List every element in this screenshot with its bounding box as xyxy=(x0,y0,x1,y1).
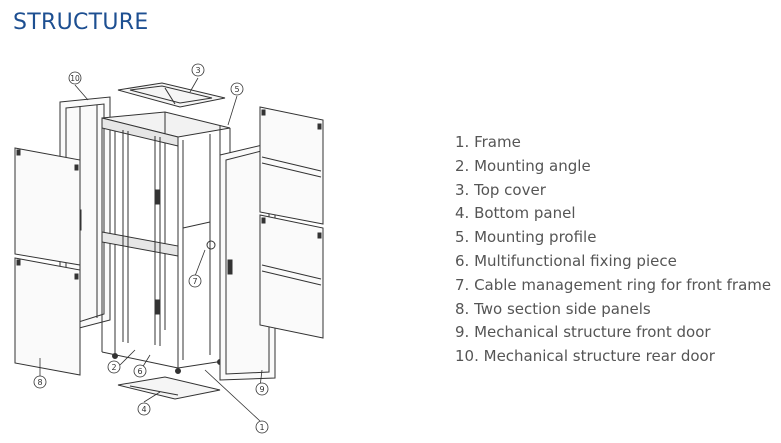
svg-text:7: 7 xyxy=(192,277,197,286)
callout-2: 2 xyxy=(107,360,121,374)
svg-text:5: 5 xyxy=(234,85,239,94)
callout-10: 10 xyxy=(68,71,82,85)
svg-text:2: 2 xyxy=(111,363,116,372)
callout-3: 3 xyxy=(191,63,205,77)
callout-8: 8 xyxy=(33,375,47,389)
svg-text:8: 8 xyxy=(37,378,42,387)
callout-1: 1 xyxy=(255,420,269,434)
leader-lines xyxy=(39,77,263,422)
svg-text:6: 6 xyxy=(137,367,142,376)
legend-item: 10. Mechanical structure rear door xyxy=(455,347,715,366)
main-frame xyxy=(101,111,231,374)
callout-5: 5 xyxy=(230,82,244,96)
legend-item: 8. Two section side panels xyxy=(455,299,651,318)
left-side-panels xyxy=(14,147,81,376)
parts-legend: 1. Frame 2. Mounting angle 3. Top cover … xyxy=(455,131,771,369)
top-cover xyxy=(117,82,226,108)
svg-text:9: 9 xyxy=(259,385,264,394)
callout-4: 4 xyxy=(137,402,151,416)
page-title: STRUCTURE xyxy=(13,10,149,35)
svg-text:4: 4 xyxy=(141,405,146,414)
callout-9: 9 xyxy=(255,382,269,396)
svg-text:3: 3 xyxy=(195,66,200,75)
legend-item: 3. Top cover xyxy=(455,180,546,199)
callout-7: 7 xyxy=(188,274,202,288)
right-side-panels xyxy=(259,106,324,339)
svg-text:1: 1 xyxy=(259,423,264,432)
legend-item: 5. Mounting profile xyxy=(455,228,597,247)
legend-item: 1. Frame xyxy=(455,133,521,151)
callout-6: 6 xyxy=(133,364,147,378)
legend-item: 9. Mechanical structure front door xyxy=(455,323,711,342)
legend-item: 2. Mounting angle xyxy=(455,156,591,175)
callouts: 10 3 5 8 2 6 7 9 xyxy=(33,63,269,434)
legend-item: 7. Cable management ring for front frame xyxy=(455,275,772,294)
bottom-panel xyxy=(117,376,221,400)
legend-item: 4. Bottom panel xyxy=(455,204,576,223)
legend-item: 6. Multifunctional fixing piece xyxy=(455,251,677,270)
svg-text:10: 10 xyxy=(70,74,80,83)
